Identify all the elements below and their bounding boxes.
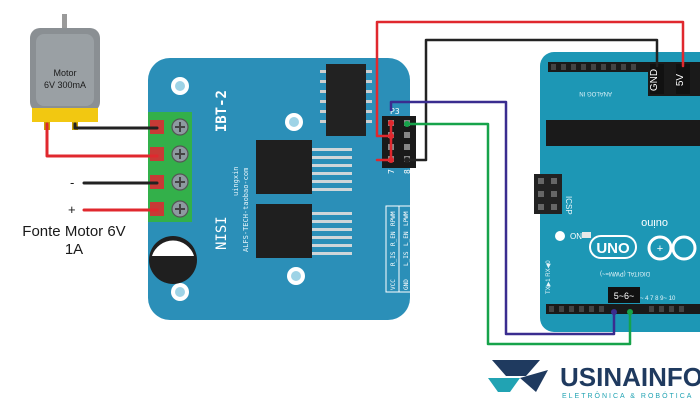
wire-green-pin6 bbox=[405, 122, 632, 346]
digital-label: DIGITAL (PWM=~) bbox=[600, 270, 650, 276]
motor-can bbox=[36, 34, 94, 106]
wire-endpoints bbox=[388, 120, 633, 315]
pin-table-cell: VCC bbox=[390, 279, 397, 290]
pin-table-cell: RPWM bbox=[390, 211, 397, 226]
supply-minus-label: - bbox=[70, 175, 74, 190]
txrx-label: TX▶1 RX◀0 bbox=[546, 260, 552, 294]
analog-header bbox=[548, 62, 648, 72]
pin-table-cell: L_EN bbox=[403, 231, 410, 246]
supply-label-line1: Fonte Motor 6V bbox=[22, 223, 125, 240]
motor-shaft bbox=[62, 14, 67, 32]
terminal-screw-slots bbox=[175, 122, 185, 214]
wires bbox=[45, 20, 685, 346]
motor-title: Motor bbox=[53, 68, 76, 78]
pins-5-6-highlight bbox=[608, 287, 640, 303]
motor-endcap bbox=[32, 108, 98, 122]
wire-5v-red bbox=[375, 20, 685, 138]
on-led bbox=[582, 232, 591, 238]
mosfet-bottom bbox=[256, 204, 312, 258]
gnd-pin bbox=[650, 64, 664, 94]
watermark-name: USINAINFO bbox=[560, 362, 700, 392]
mosfet-top-legs bbox=[312, 148, 352, 191]
on-label: ON bbox=[570, 232, 582, 241]
arduino-infinity-logo: + bbox=[647, 235, 697, 261]
analog-in-label: ANALOG IN bbox=[579, 90, 612, 96]
driver-mount-hole-rings bbox=[175, 81, 301, 297]
arduino-brand-text: ouino bbox=[641, 217, 668, 229]
digital-header-pins bbox=[549, 306, 684, 312]
logo-mark-accent bbox=[520, 370, 548, 392]
wire-blue-pin5 bbox=[389, 100, 616, 336]
logo-mark-teal bbox=[488, 378, 520, 392]
pin-table-cell: R_EN bbox=[390, 231, 397, 246]
logo-mark-navy bbox=[492, 360, 540, 376]
supply-plus-label: + bbox=[68, 202, 76, 217]
motor-wire-red bbox=[45, 122, 159, 158]
mosfet-bottom-legs bbox=[312, 212, 352, 255]
pins-5-6-label: 5~6~ bbox=[614, 291, 635, 301]
digital-pin-numbers: ~ 4 7 8 9~ 10 bbox=[640, 296, 676, 302]
motor-spec: 6V 300mA bbox=[44, 80, 86, 90]
driver-ic-legs bbox=[320, 70, 372, 123]
uno-label: UNO bbox=[596, 240, 630, 257]
wire-gnd-black bbox=[405, 38, 659, 162]
supply-label-line2: 1A bbox=[65, 241, 83, 258]
icsp-pins bbox=[538, 178, 557, 210]
pin-table-row-1: VCC R_IS R_EN RPWM bbox=[390, 211, 397, 290]
motor-wire-black bbox=[73, 122, 159, 130]
watermark-tagline: ELETRÔNICA & ROBÓTICA bbox=[562, 391, 693, 400]
uno-badge bbox=[589, 235, 637, 259]
header-pin-8: 8 bbox=[403, 169, 412, 174]
mounting-hole bbox=[555, 231, 565, 241]
atmega-chip bbox=[546, 120, 700, 146]
icsp-label: ICSP bbox=[564, 196, 573, 215]
gnd-pin-label: GND bbox=[649, 69, 660, 91]
digital-header bbox=[546, 304, 700, 314]
driver-model-label: IBT-2 bbox=[214, 90, 230, 132]
arduino-board: ANALOG IN GND 5V ICSP ON UNO ouino + DIG… bbox=[534, 52, 700, 332]
analog-header-pins bbox=[551, 64, 636, 70]
pin-table-cell: R_IS bbox=[390, 251, 397, 266]
driver-ic bbox=[326, 64, 366, 136]
driver-vendor-top: uingxin bbox=[232, 166, 240, 196]
pin-table-cell: L_IS bbox=[403, 251, 410, 266]
svg-text:+: + bbox=[657, 243, 663, 255]
5v-pin-label: 5V bbox=[675, 74, 686, 87]
header-pin-7: 7 bbox=[387, 169, 396, 174]
capacitor-top bbox=[152, 240, 194, 256]
watermark-logo: USINAINFO ELETRÔNICA & ROBÓTICA bbox=[488, 360, 700, 400]
pin-table-row-2: GND L_IS L_EN LPWM bbox=[403, 211, 410, 290]
header-pin-p3: P3 bbox=[390, 107, 400, 116]
mosfet-top bbox=[256, 140, 312, 194]
pin-table-cell: GND bbox=[403, 279, 410, 290]
dc-motor: Motor 6V 300mA bbox=[30, 14, 100, 130]
driver-brand-label: NISI bbox=[214, 216, 230, 250]
5v-pin bbox=[676, 64, 690, 94]
pin-table-cell: LPWM bbox=[403, 211, 410, 226]
driver-vendor-site: ALFS-TECH-taobao-com bbox=[242, 168, 250, 252]
